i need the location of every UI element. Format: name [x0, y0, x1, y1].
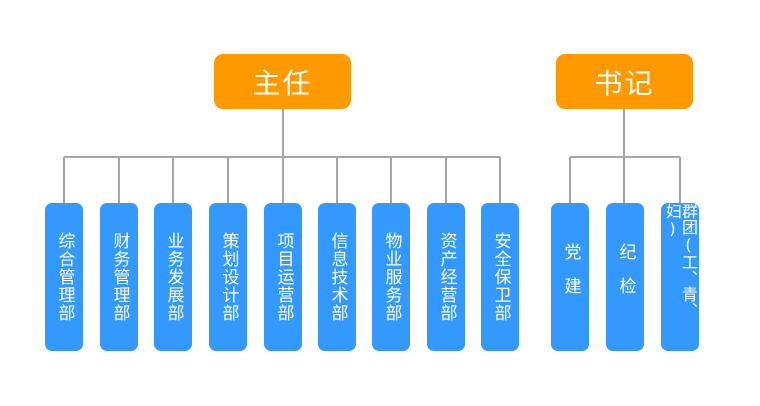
department-label: 综合管理部	[54, 232, 75, 322]
department-label: 业务发展部	[163, 232, 184, 322]
department-box-asset-management: 资产经营部	[427, 203, 465, 351]
department-label: 信息技术部	[327, 232, 348, 322]
department-label: 项目运营部	[273, 232, 294, 322]
department-label: 策划设计部	[218, 232, 239, 322]
department-box-planning-design: 策划设计部	[209, 203, 247, 351]
department-label: 党建	[560, 243, 581, 311]
department-box-party-building: 党建	[551, 203, 589, 351]
director-label: 主任	[252, 66, 313, 100]
department-box-property-services: 物业服务部	[372, 203, 410, 351]
department-label: 资产经营部	[436, 232, 457, 322]
department-label: 财务管理部	[109, 232, 130, 322]
secretary-box: 书记	[556, 54, 693, 109]
department-box-mass-organizations: 群团(工、青、妇)	[661, 203, 699, 351]
department-label: 安全保卫部	[490, 232, 511, 322]
department-box-information-technology: 信息技术部	[318, 203, 356, 351]
department-box-general-management: 综合管理部	[45, 203, 83, 351]
secretary-label: 书记	[594, 66, 655, 100]
director-box: 主任	[214, 54, 351, 109]
department-label: 群团(工、青、妇)	[663, 203, 698, 318]
department-label: 纪检	[615, 243, 636, 311]
department-label: 物业服务部	[381, 232, 402, 322]
department-box-discipline-inspection: 纪检	[606, 203, 644, 351]
department-box-finance: 财务管理部	[100, 203, 138, 351]
department-box-business-development: 业务发展部	[154, 203, 192, 351]
department-box-security: 安全保卫部	[481, 203, 519, 351]
department-box-project-operations: 项目运营部	[264, 203, 302, 351]
